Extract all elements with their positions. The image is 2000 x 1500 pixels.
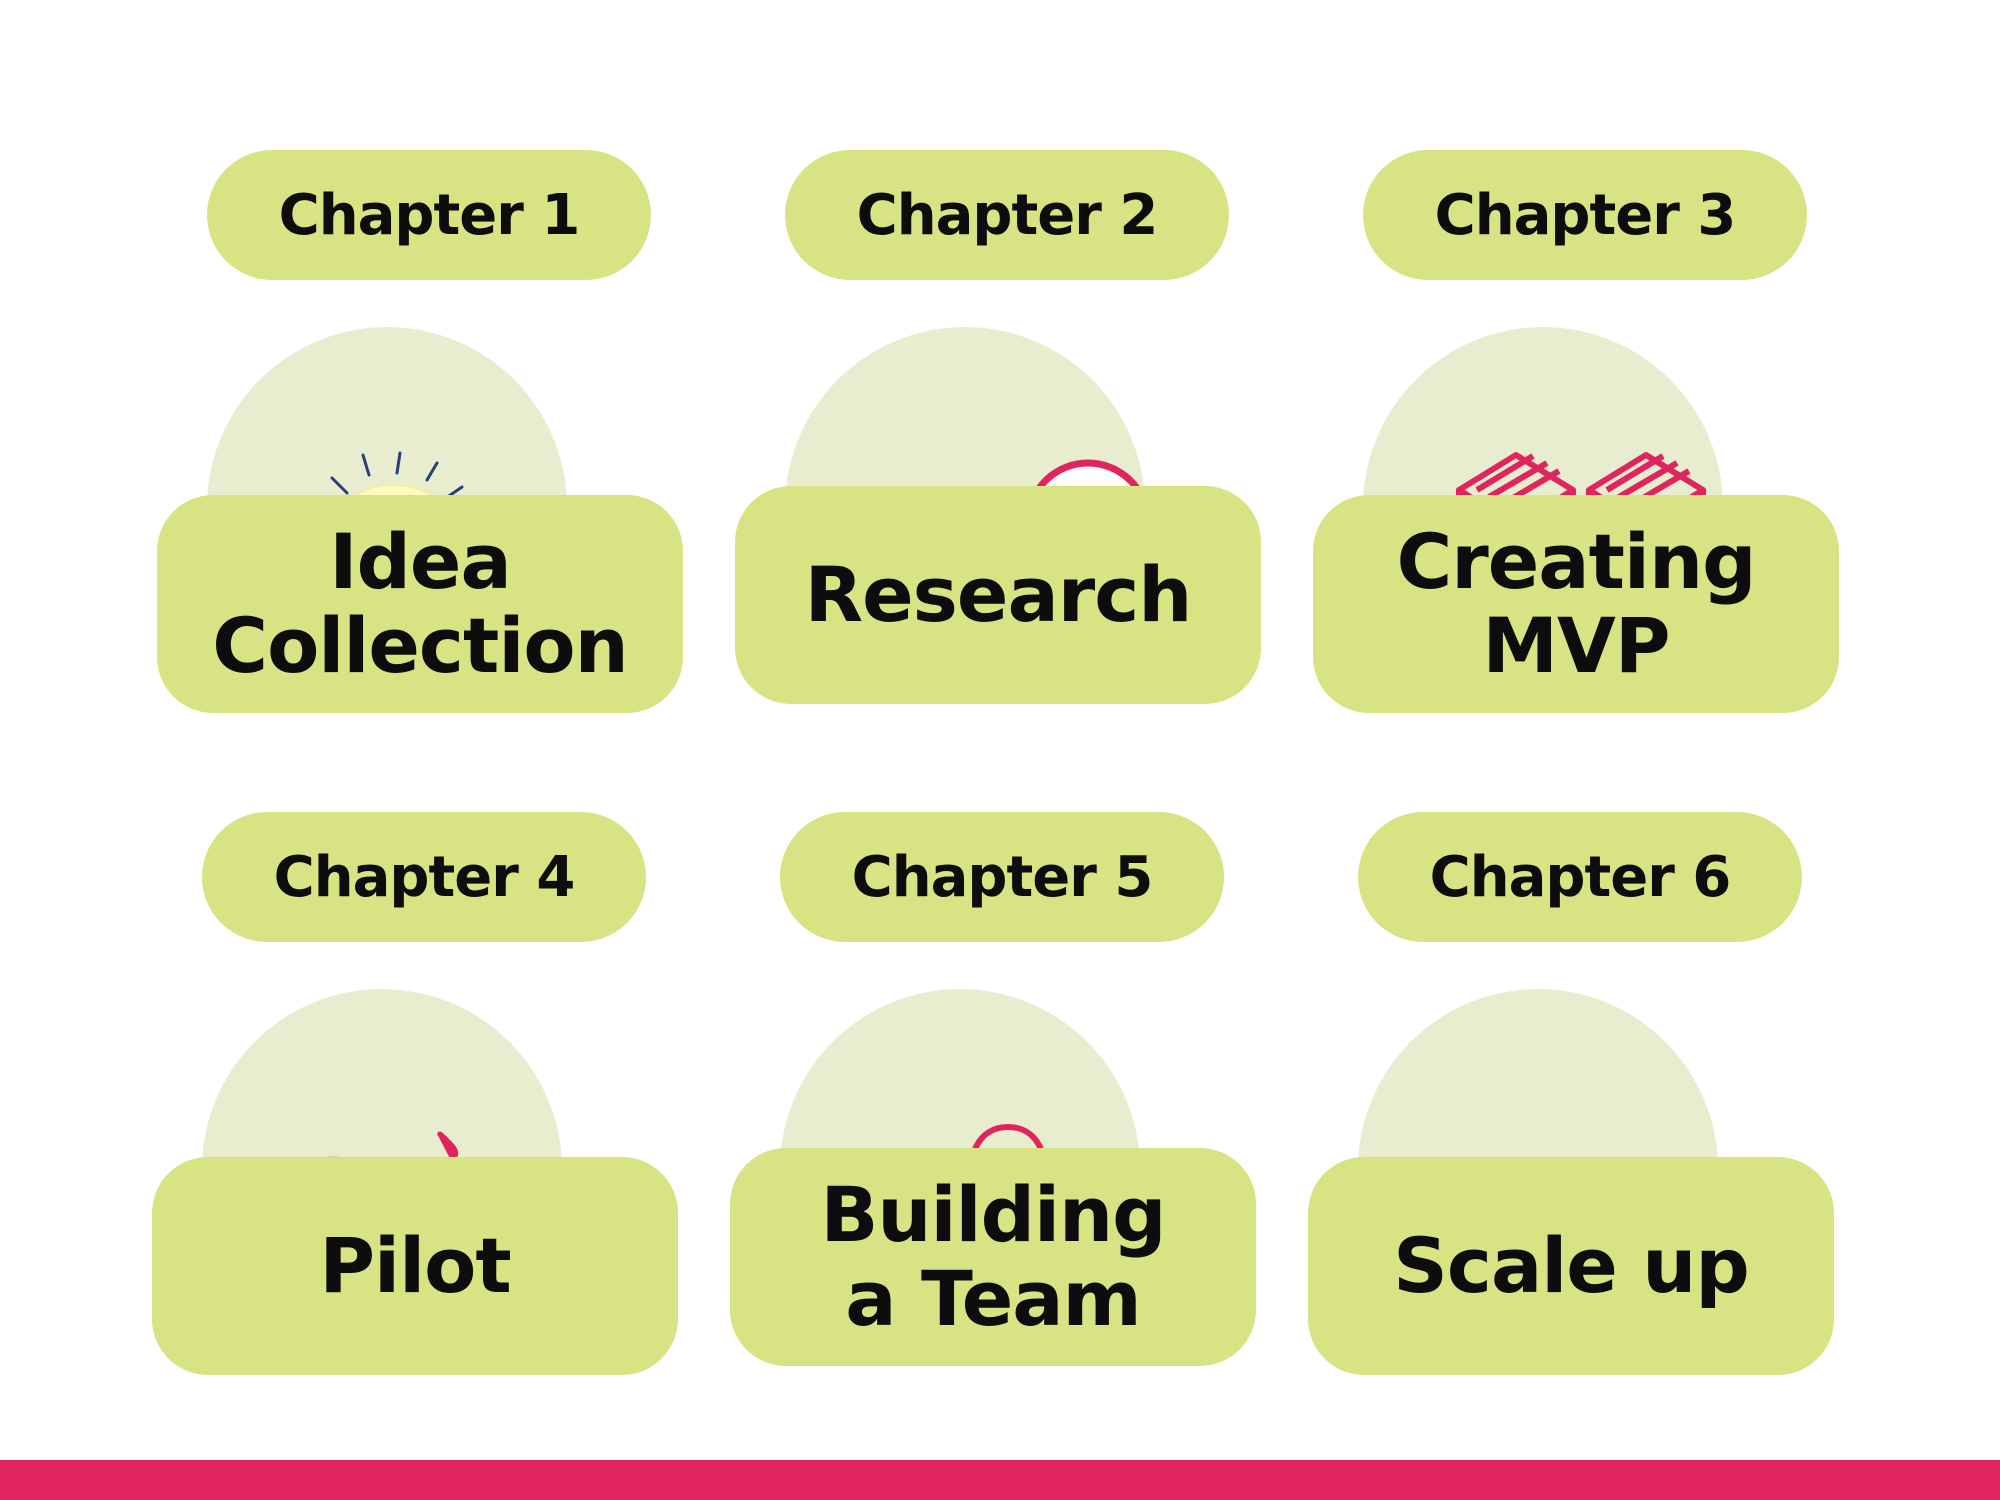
chapter-label: Chapter 3 [1363, 150, 1807, 280]
chapter-label: Chapter 6 [1358, 812, 1802, 942]
chapter-card-4: Chapter 4 Pilot [150, 812, 710, 1412]
chapter-title: Research [735, 486, 1261, 704]
bottom-accent-bar [0, 1460, 2000, 1500]
chapter-title: Pilot [152, 1157, 678, 1375]
chapter-title: Building a Team [730, 1148, 1256, 1366]
chapter-label: Chapter 2 [785, 150, 1229, 280]
chapter-title: Scale up [1308, 1157, 1834, 1375]
chapter-card-6: Chapter 6 Scale up [1306, 812, 1866, 1412]
chapter-card-3: Chapter 3 Creating MVP [1311, 150, 1871, 750]
chapter-label: Chapter 5 [780, 812, 1224, 942]
chapter-title: Creating MVP [1313, 495, 1839, 713]
chapter-card-2: Chapter 2 Research [733, 150, 1293, 750]
chapter-card-5: Chapter 5 Building a Team [728, 812, 1288, 1412]
chapter-label: Chapter 1 [207, 150, 651, 280]
chapter-label: Chapter 4 [202, 812, 646, 942]
chapter-card-1: Chapter 1 Idea Collection [155, 150, 715, 750]
chapter-title: Idea Collection [157, 495, 683, 713]
